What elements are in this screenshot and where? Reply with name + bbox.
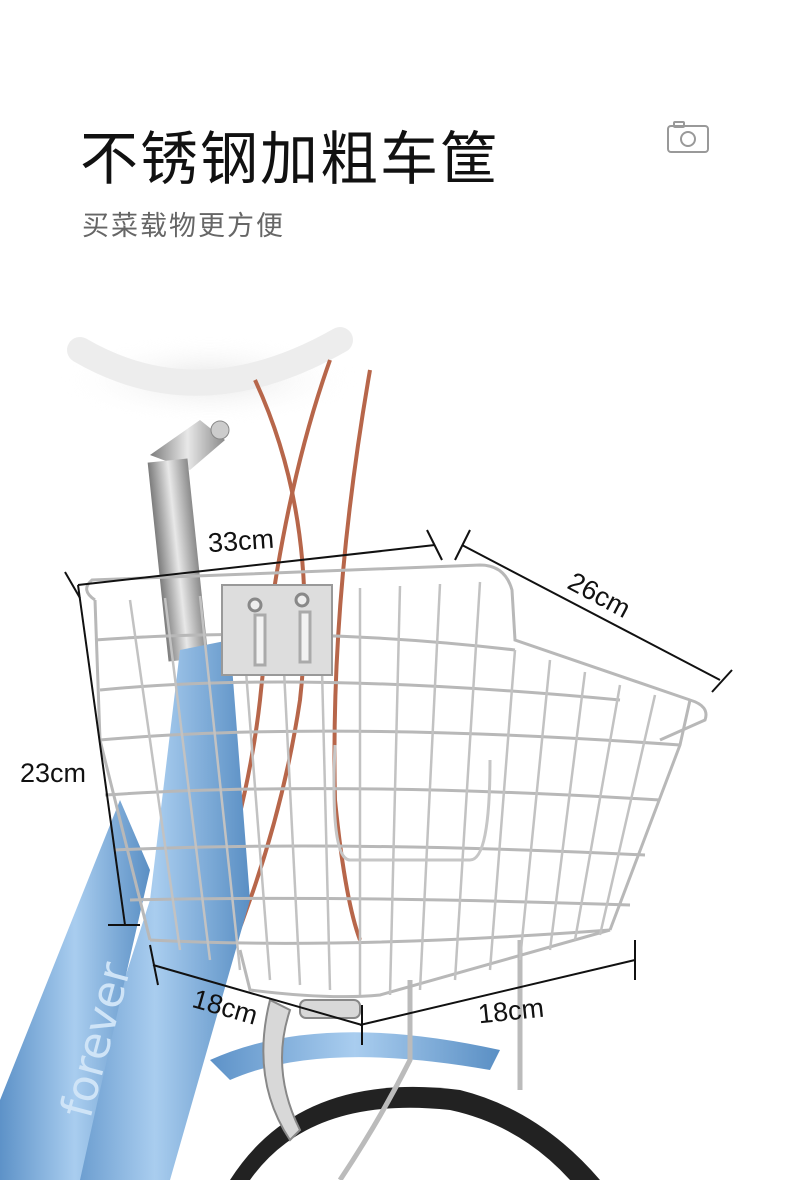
dimension-height: 23cm — [20, 758, 87, 788]
handlebar — [60, 327, 360, 425]
brake-caliper — [262, 998, 361, 1142]
page-subtitle: 买菜载物更方便 — [82, 211, 285, 242]
page-title: 不锈钢加粗车筐 — [80, 125, 501, 193]
camera-icon[interactable] — [666, 120, 710, 154]
basket-supports — [337, 940, 523, 1180]
front-wheel — [210, 1032, 600, 1180]
dimension-top-width: 33cm — [206, 523, 275, 559]
handlebar-stem — [147, 420, 230, 662]
wire-basket — [85, 563, 708, 999]
bike-frame: forever — [0, 640, 250, 1180]
dimension-lines — [64, 529, 733, 1045]
